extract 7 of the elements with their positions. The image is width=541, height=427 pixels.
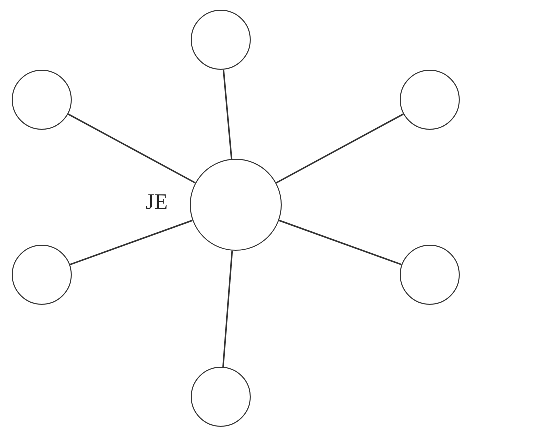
connector-line (276, 114, 404, 184)
connector-line (222, 70, 233, 160)
connector-line (222, 250, 234, 368)
connector-line (68, 114, 196, 184)
connector-line (279, 220, 402, 266)
connector-line (70, 220, 193, 266)
node-caption: JE (146, 191, 168, 213)
